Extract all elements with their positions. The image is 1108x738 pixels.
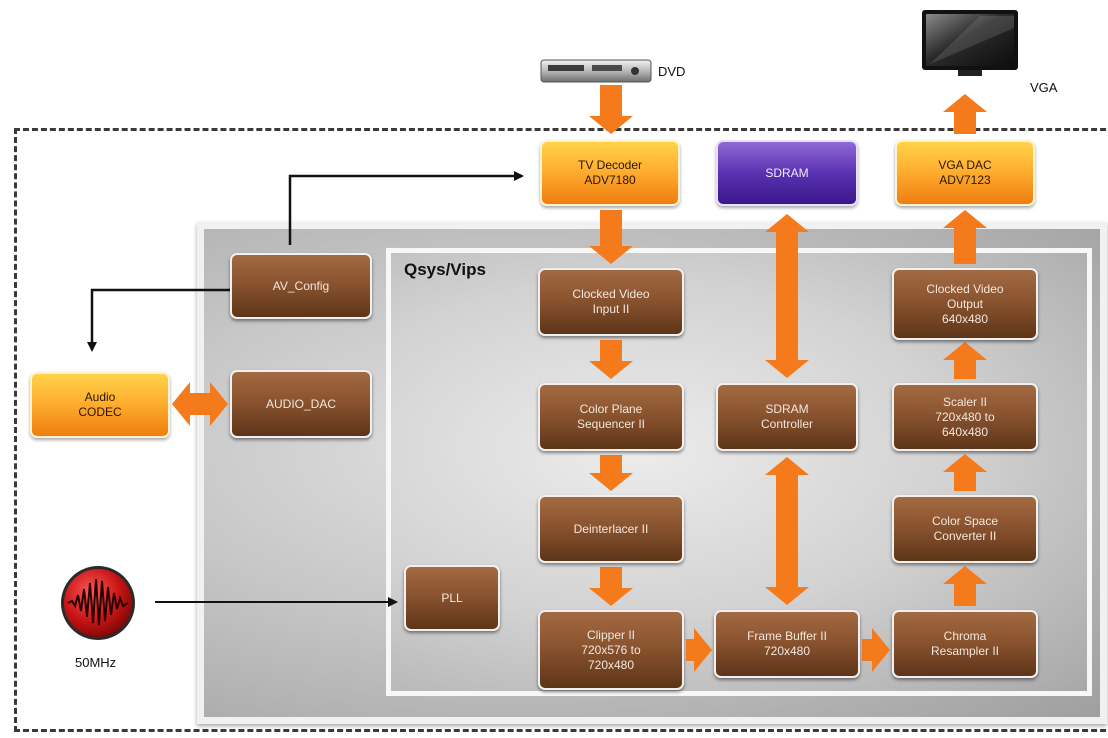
- qsys-title: Qsys/Vips: [404, 260, 486, 279]
- frame-buffer-to-chroma-arrow: [862, 628, 890, 672]
- dvd-label: DVD: [658, 64, 686, 79]
- dvd-to-tv-decoder-arrow: [589, 85, 633, 134]
- controller-to-frame-buffer-arrow: [765, 457, 809, 605]
- cvo-to-vga-dac-arrow: [943, 210, 987, 264]
- pll-block: PLL: [404, 565, 500, 631]
- audio-codec-to-dac-arrow: [172, 382, 228, 426]
- frame-buffer-block: Frame Buffer II 720x480: [714, 610, 860, 678]
- vga-label: VGA: [1030, 80, 1058, 95]
- dvd-player-icon: [540, 59, 652, 88]
- chroma-resampler-block: Chroma Resampler II: [892, 610, 1038, 678]
- cvi-to-cps-arrow: [589, 340, 633, 379]
- scaler-block: Scaler II 720x480 to 640x480: [892, 383, 1038, 451]
- tv-decoder-to-cvi-arrow: [589, 210, 633, 264]
- color-plane-sequencer-block: Color Plane Sequencer II: [538, 383, 684, 451]
- deinterlacer-block: Deinterlacer II: [538, 495, 684, 563]
- vga-dac-block: VGA DAC ADV7123: [895, 140, 1035, 206]
- color-space-converter-block: Color Space Converter II: [892, 495, 1038, 563]
- clock-label: 50MHz: [75, 655, 117, 670]
- av-config-to-audio-codec-line: [87, 288, 230, 352]
- deinterlacer-to-clipper-arrow: [589, 567, 633, 606]
- vga-dac-to-monitor-arrow: [943, 94, 987, 134]
- sdram-to-controller-arrow: [765, 214, 809, 378]
- scaler-to-cvo-arrow: [943, 342, 987, 379]
- clipper-to-frame-buffer-arrow: [686, 628, 712, 672]
- clocked-video-input-block: Clocked Video Input II: [538, 268, 684, 336]
- tv-decoder-block: TV Decoder ADV7180: [540, 140, 680, 206]
- chroma-to-csc-arrow: [943, 566, 987, 606]
- clocked-video-output-block: Clocked Video Output 640x480: [892, 268, 1038, 340]
- audio-dac-block: AUDIO_DAC: [230, 370, 372, 438]
- board-boundary: [14, 128, 1108, 732]
- clipper-block: Clipper II 720x576 to 720x480: [538, 610, 684, 690]
- clock-oscillator-icon: [58, 565, 156, 650]
- sdram-block: SDRAM: [716, 140, 858, 206]
- av-config-block: AV_Config: [230, 253, 372, 319]
- sdram-controller-block: SDRAM Controller: [716, 383, 858, 451]
- av-config-to-tv-decoder-line: [288, 171, 524, 245]
- cps-to-deinterlacer-arrow: [589, 455, 633, 491]
- monitor-icon: [920, 8, 1020, 83]
- csc-to-scaler-arrow: [943, 454, 987, 491]
- audio-codec-block: Audio CODEC: [30, 372, 170, 438]
